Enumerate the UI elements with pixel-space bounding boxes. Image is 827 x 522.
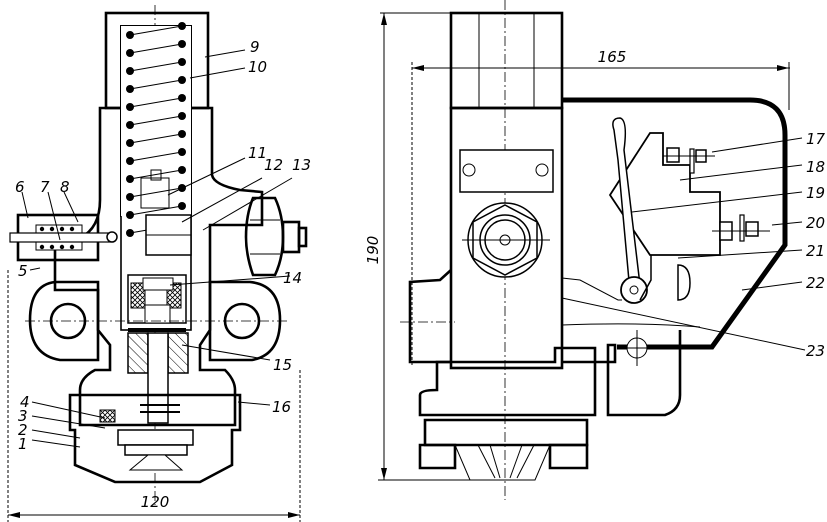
inlet-fitting xyxy=(9,213,118,262)
callout-5: 5 xyxy=(18,262,28,280)
spring-coil xyxy=(129,61,183,72)
spring-wire-section xyxy=(126,229,134,237)
mounting-ears xyxy=(25,280,290,362)
right-leaders xyxy=(561,137,806,351)
spring-wire-section xyxy=(178,130,186,138)
spring-wire-section xyxy=(126,157,134,165)
spring-wire-section xyxy=(126,211,134,219)
callout-14: 14 xyxy=(283,269,302,287)
callout-3: 3 xyxy=(18,407,28,425)
spring-wire-section xyxy=(126,139,134,147)
spring-coil xyxy=(129,205,183,216)
callout-18: 18 xyxy=(806,158,825,176)
spring-coil xyxy=(129,79,183,90)
callout-20: 20 xyxy=(806,214,825,232)
callout-9: 9 xyxy=(250,38,260,56)
spring-wire-section xyxy=(178,112,186,120)
callout-13: 13 xyxy=(292,156,311,174)
callout-10: 10 xyxy=(248,58,267,76)
right-side-view: 190 165 17 18 19 20 21 22 23 xyxy=(364,0,826,500)
spring-wire-section xyxy=(178,22,186,30)
spring-coil xyxy=(129,187,183,198)
spring-coil xyxy=(129,97,183,108)
spring-coil xyxy=(129,43,183,54)
spring-wire-section xyxy=(126,103,134,111)
spring-wire-section xyxy=(178,148,186,156)
callout-16: 16 xyxy=(272,398,291,416)
spring-wire-section xyxy=(178,76,186,84)
spring-wire-section xyxy=(126,67,134,75)
dimension-label-165: 165 xyxy=(598,48,627,66)
callout-17: 17 xyxy=(806,130,826,148)
spring-wire-section xyxy=(178,58,186,66)
spring-wire-section xyxy=(178,202,186,210)
callout-19: 19 xyxy=(806,184,825,202)
lever-19 xyxy=(612,117,641,294)
dimension-120: 120 xyxy=(7,270,301,522)
spring-wire-section xyxy=(178,166,186,174)
callout-22: 22 xyxy=(806,274,825,292)
spring-wire-section xyxy=(178,94,186,102)
callout-8: 8 xyxy=(60,178,70,196)
spring-wire-section xyxy=(126,121,134,129)
spring-wire-section xyxy=(126,49,134,57)
main-body xyxy=(400,106,597,481)
callout-11: 11 xyxy=(248,144,267,162)
spring-wire-section xyxy=(126,31,134,39)
right-callouts: 17 18 19 20 21 22 23 xyxy=(806,130,826,360)
spring-coil xyxy=(129,115,183,126)
callout-2: 2 xyxy=(18,421,28,439)
seal-14 xyxy=(127,274,187,324)
dimension-165: 165 xyxy=(411,48,790,365)
spring-wire-section xyxy=(178,40,186,48)
spring-wire-section xyxy=(126,175,134,183)
spring-wire-section xyxy=(126,85,134,93)
spring-coil xyxy=(129,169,183,180)
left-callouts: 9 10 11 12 13 14 15 16 6 7 8 5 4 3 2 1 xyxy=(15,38,311,453)
left-leaders xyxy=(21,49,293,448)
limit-switch xyxy=(608,117,770,304)
dimension-190: 190 xyxy=(364,12,470,481)
spring-coil xyxy=(129,151,183,162)
callout-23: 23 xyxy=(806,342,825,360)
callout-7: 7 xyxy=(40,178,50,196)
switch-cover xyxy=(561,97,788,417)
callout-21: 21 xyxy=(806,242,825,260)
callout-6: 6 xyxy=(15,178,25,196)
dimension-label-120: 120 xyxy=(141,493,170,511)
base-body xyxy=(68,393,242,484)
spring-wire-section xyxy=(126,193,134,201)
spring-coil xyxy=(129,133,183,144)
callout-4: 4 xyxy=(20,393,30,411)
spring xyxy=(126,22,186,237)
left-sectional-view: 120 9 10 11 12 13 14 xyxy=(7,5,311,522)
callout-15: 15 xyxy=(273,356,292,374)
outlet-nut xyxy=(244,196,308,277)
top-column xyxy=(449,11,564,110)
valve-seat-15 xyxy=(127,328,189,424)
spring-coil xyxy=(129,25,183,36)
callout-12: 12 xyxy=(264,156,283,174)
dimension-label-190: 190 xyxy=(364,236,382,265)
callout-1: 1 xyxy=(18,435,28,453)
